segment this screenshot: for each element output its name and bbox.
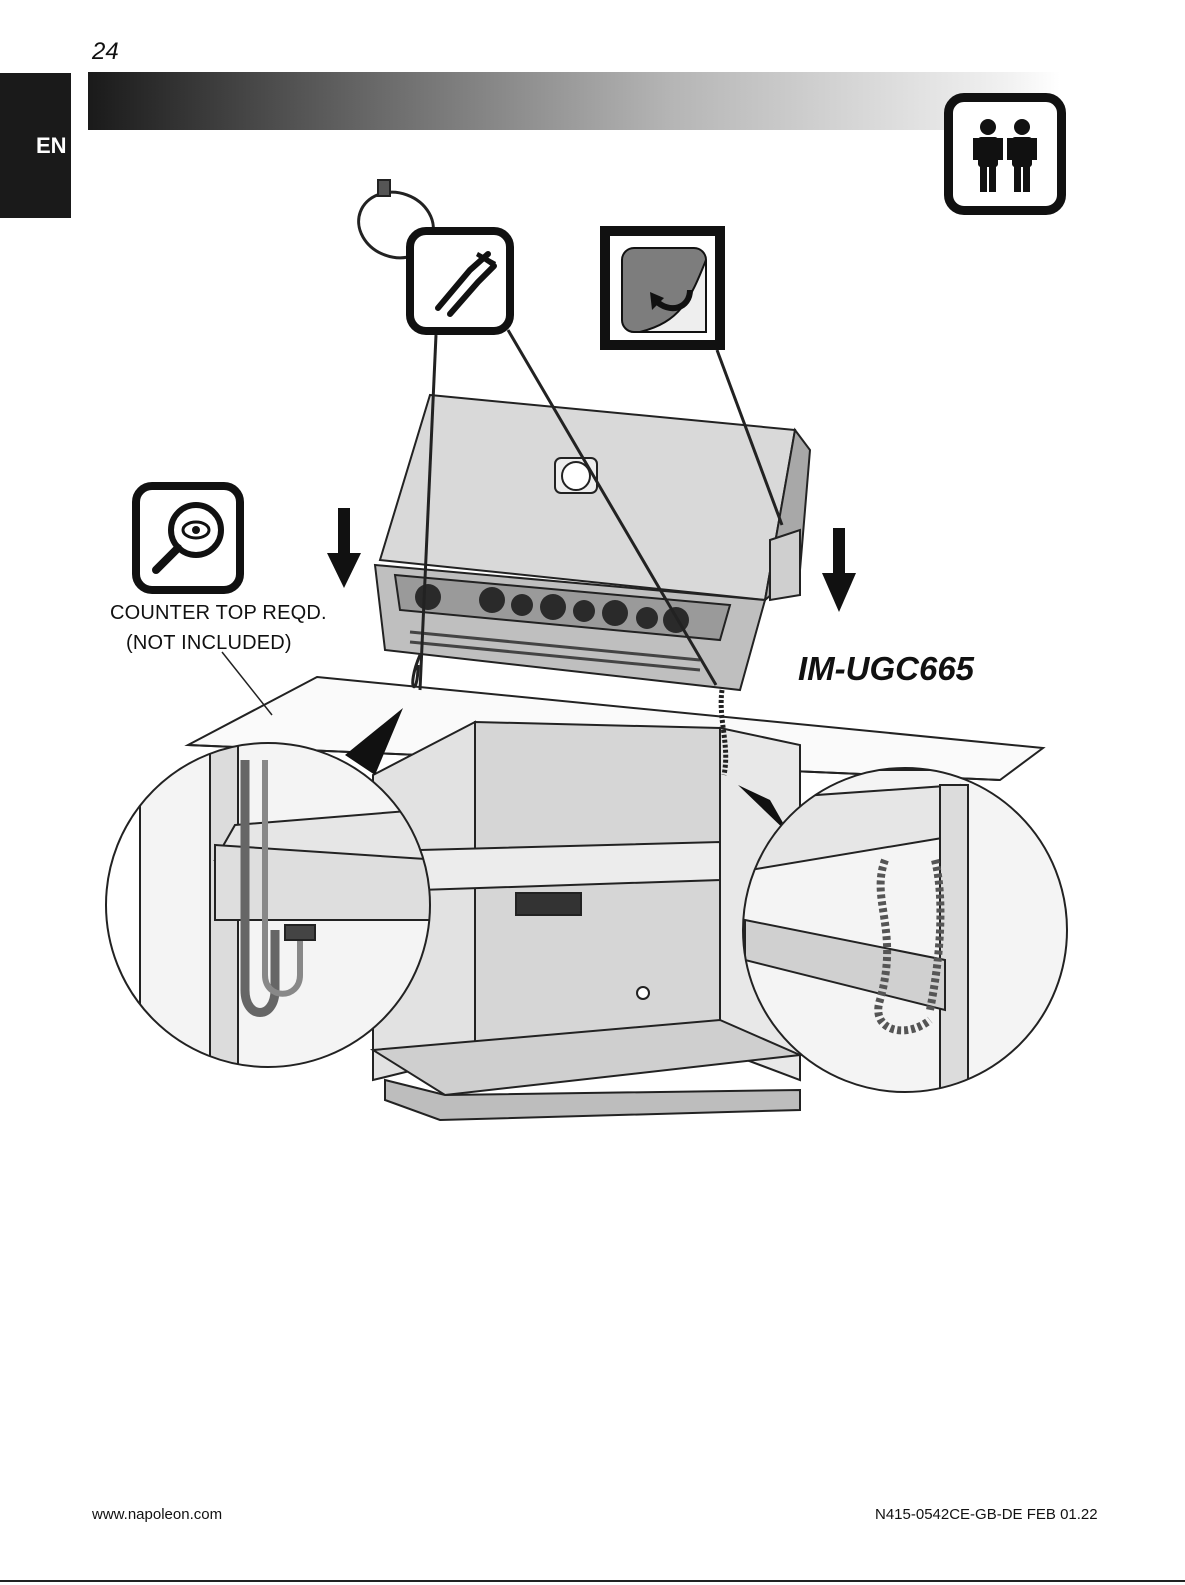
- cabinet: [373, 722, 800, 1120]
- inspect-eye-icon: [136, 486, 240, 590]
- down-arrow-left: [327, 508, 361, 588]
- down-arrow-right: [822, 528, 856, 612]
- counter-note-line-2: (NOT INCLUDED): [110, 628, 327, 658]
- model-number: IM-UGC665: [798, 650, 974, 688]
- bottom-rule: [0, 1580, 1185, 1582]
- footer-document-code: N415-0542CE-GB-DE FEB 01.22: [875, 1506, 1098, 1523]
- peel-protective-film-icon: [600, 226, 725, 350]
- side-cutters-icon: [410, 231, 510, 331]
- counter-top-note: COUNTER TOP REQD. (NOT INCLUDED): [110, 598, 327, 658]
- counter-note-line-1: COUNTER TOP REQD.: [110, 598, 327, 628]
- footer-website: www.napoleon.com: [92, 1506, 222, 1523]
